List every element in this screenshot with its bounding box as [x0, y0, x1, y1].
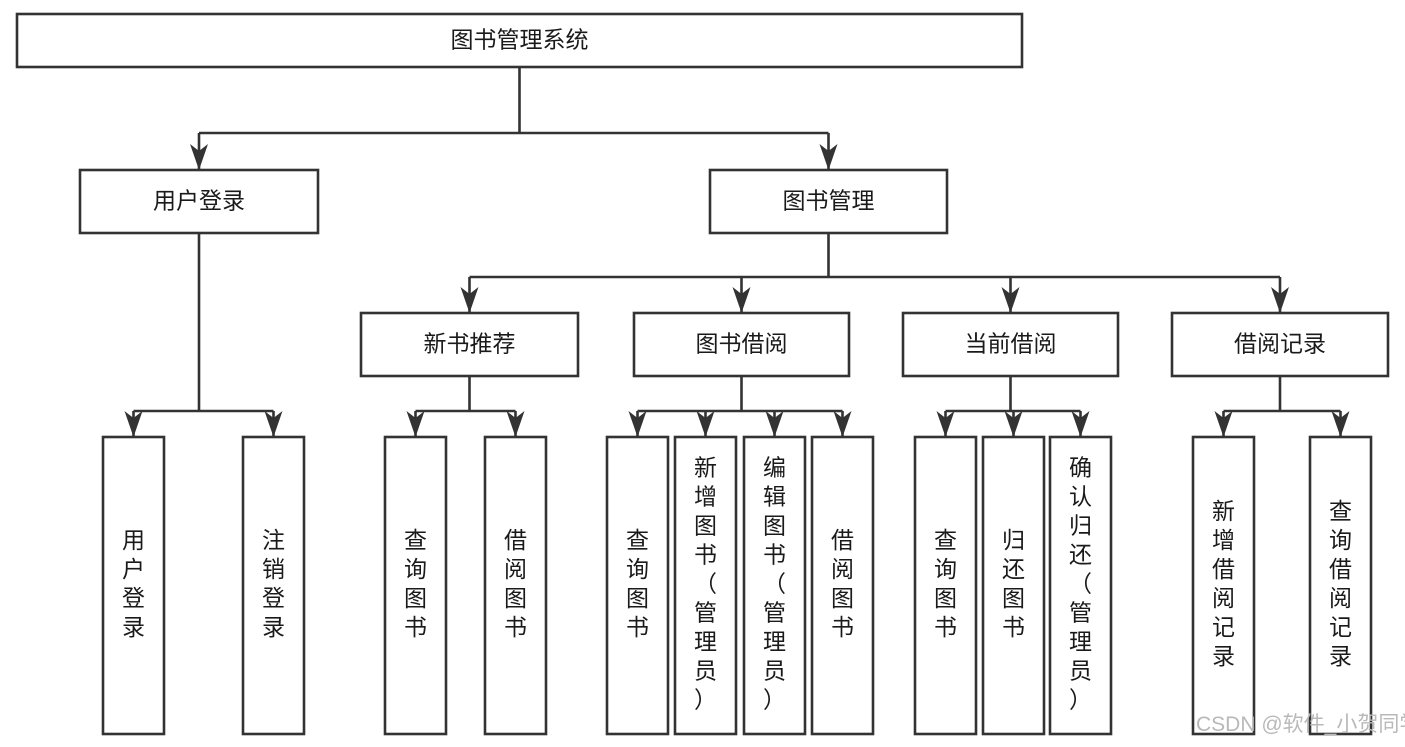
node-label: 图书借阅: [696, 331, 788, 357]
node-leaf-add-borrow-record[interactable]: 新增借阅记录: [1191, 435, 1256, 736]
node-leaf-confirm-return-admin[interactable]: 确认归还（管理员）: [1048, 435, 1113, 736]
node-root[interactable]: 图书管理系统: [15, 12, 1024, 69]
node-box: [78, 168, 320, 235]
node-box: [901, 311, 1120, 378]
node-label: 查询借阅记录: [1329, 498, 1352, 669]
node-leaf-query-borrow-record[interactable]: 查询借阅记录: [1308, 435, 1373, 736]
node-box: [742, 435, 807, 736]
node-leaf-edit-book-admin[interactable]: 编辑图书（管理员）: [742, 435, 807, 736]
node-leaf-borrow-book[interactable]: 借阅图书: [810, 435, 875, 736]
watermark-label: CSDN @软件_小贺同学: [1196, 713, 1405, 736]
node-leaf-add-book-admin[interactable]: 新增图书（管理员）: [673, 435, 738, 736]
arrow-head-icon: [190, 144, 208, 170]
node-label: 借阅记录: [1234, 331, 1326, 357]
node-label: 用户登录: [153, 188, 245, 214]
node-box: [15, 12, 1024, 69]
node-label: 查询图书: [404, 527, 427, 640]
connectors-layer: [124, 67, 1350, 437]
connector-line: [1222, 376, 1342, 437]
connector-line: [197, 67, 830, 170]
node-box: [708, 168, 949, 235]
node-label: 图书管理系统: [451, 27, 589, 53]
node-box: [1048, 435, 1113, 736]
connector-line: [636, 376, 844, 437]
node-label: 当前借阅: [965, 331, 1057, 357]
node-label: 图书管理: [783, 188, 875, 214]
node-label: 编辑图书（管理员）: [763, 455, 786, 713]
arrow-head-icon: [833, 411, 852, 437]
node-book-borrow[interactable]: 图书借阅: [632, 311, 851, 378]
arrow-head-icon: [765, 411, 784, 437]
node-new-book-recommend[interactable]: 新书推荐: [359, 311, 580, 378]
arrow-head-icon: [936, 411, 955, 437]
node-label: 借阅图书: [504, 527, 527, 640]
node-box: [981, 435, 1046, 736]
node-user-login[interactable]: 用户登录: [78, 168, 320, 235]
arrow-head-icon: [819, 144, 838, 170]
connector-line: [468, 233, 1282, 313]
arrow-head-icon: [1071, 411, 1090, 437]
arrow-head-icon: [506, 411, 525, 437]
arrow-head-icon: [1004, 411, 1023, 437]
node-box: [810, 435, 875, 736]
node-box: [673, 435, 738, 736]
arrow-head-icon: [1214, 411, 1233, 437]
arrow-head-icon: [406, 411, 425, 437]
node-book-management[interactable]: 图书管理: [708, 168, 949, 235]
nodes-layer: 图书管理系统用户登录图书管理新书推荐图书借阅当前借阅借阅记录用户登录注销登录查询…: [15, 12, 1390, 736]
node-box: [605, 435, 670, 736]
arrow-head-icon: [264, 411, 283, 437]
node-leaf-user-login[interactable]: 用户登录: [101, 435, 166, 736]
node-leaf-query-book-rec[interactable]: 查询图书: [383, 435, 448, 736]
node-label: 归还图书: [1002, 527, 1025, 640]
connector-line: [414, 376, 517, 437]
node-leaf-borrow-book-rec[interactable]: 借阅图书: [483, 435, 548, 736]
node-leaf-query-book-borrow[interactable]: 查询图书: [605, 435, 670, 736]
node-label: 新书推荐: [424, 331, 516, 357]
node-box: [632, 311, 851, 378]
arrow-head-icon: [460, 287, 479, 313]
node-leaf-logout-login[interactable]: 注销登录: [241, 435, 306, 736]
arrow-head-icon: [1001, 287, 1020, 313]
node-label: 查询图书: [934, 527, 957, 640]
node-current-borrow[interactable]: 当前借阅: [901, 311, 1120, 378]
arrow-head-icon: [628, 411, 647, 437]
node-borrow-record[interactable]: 借阅记录: [1170, 311, 1390, 378]
connector-line: [132, 233, 275, 437]
node-label: 新增图书（管理员）: [694, 455, 717, 713]
node-box: [1170, 311, 1390, 378]
node-label: 借阅图书: [831, 527, 854, 640]
node-label: 新增借阅记录: [1212, 498, 1235, 669]
arrow-head-icon: [732, 287, 751, 313]
node-box: [383, 435, 448, 736]
node-label: 查询图书: [626, 527, 649, 640]
node-box: [241, 435, 306, 736]
node-leaf-return-book[interactable]: 归还图书: [981, 435, 1046, 736]
node-label: 注销登录: [262, 527, 285, 640]
arrow-head-icon: [1331, 411, 1350, 437]
node-box: [1191, 435, 1256, 736]
node-box: [483, 435, 548, 736]
node-box: [101, 435, 166, 736]
arrow-head-icon: [696, 411, 715, 437]
node-label: 确认归还（管理员）: [1069, 455, 1092, 713]
node-label: 用户登录: [122, 527, 145, 640]
node-box: [913, 435, 978, 736]
node-box: [1308, 435, 1373, 736]
node-leaf-query-book-current[interactable]: 查询图书: [913, 435, 978, 736]
arrow-head-icon: [124, 411, 143, 437]
arrow-head-icon: [1271, 287, 1289, 313]
node-box: [359, 311, 580, 378]
